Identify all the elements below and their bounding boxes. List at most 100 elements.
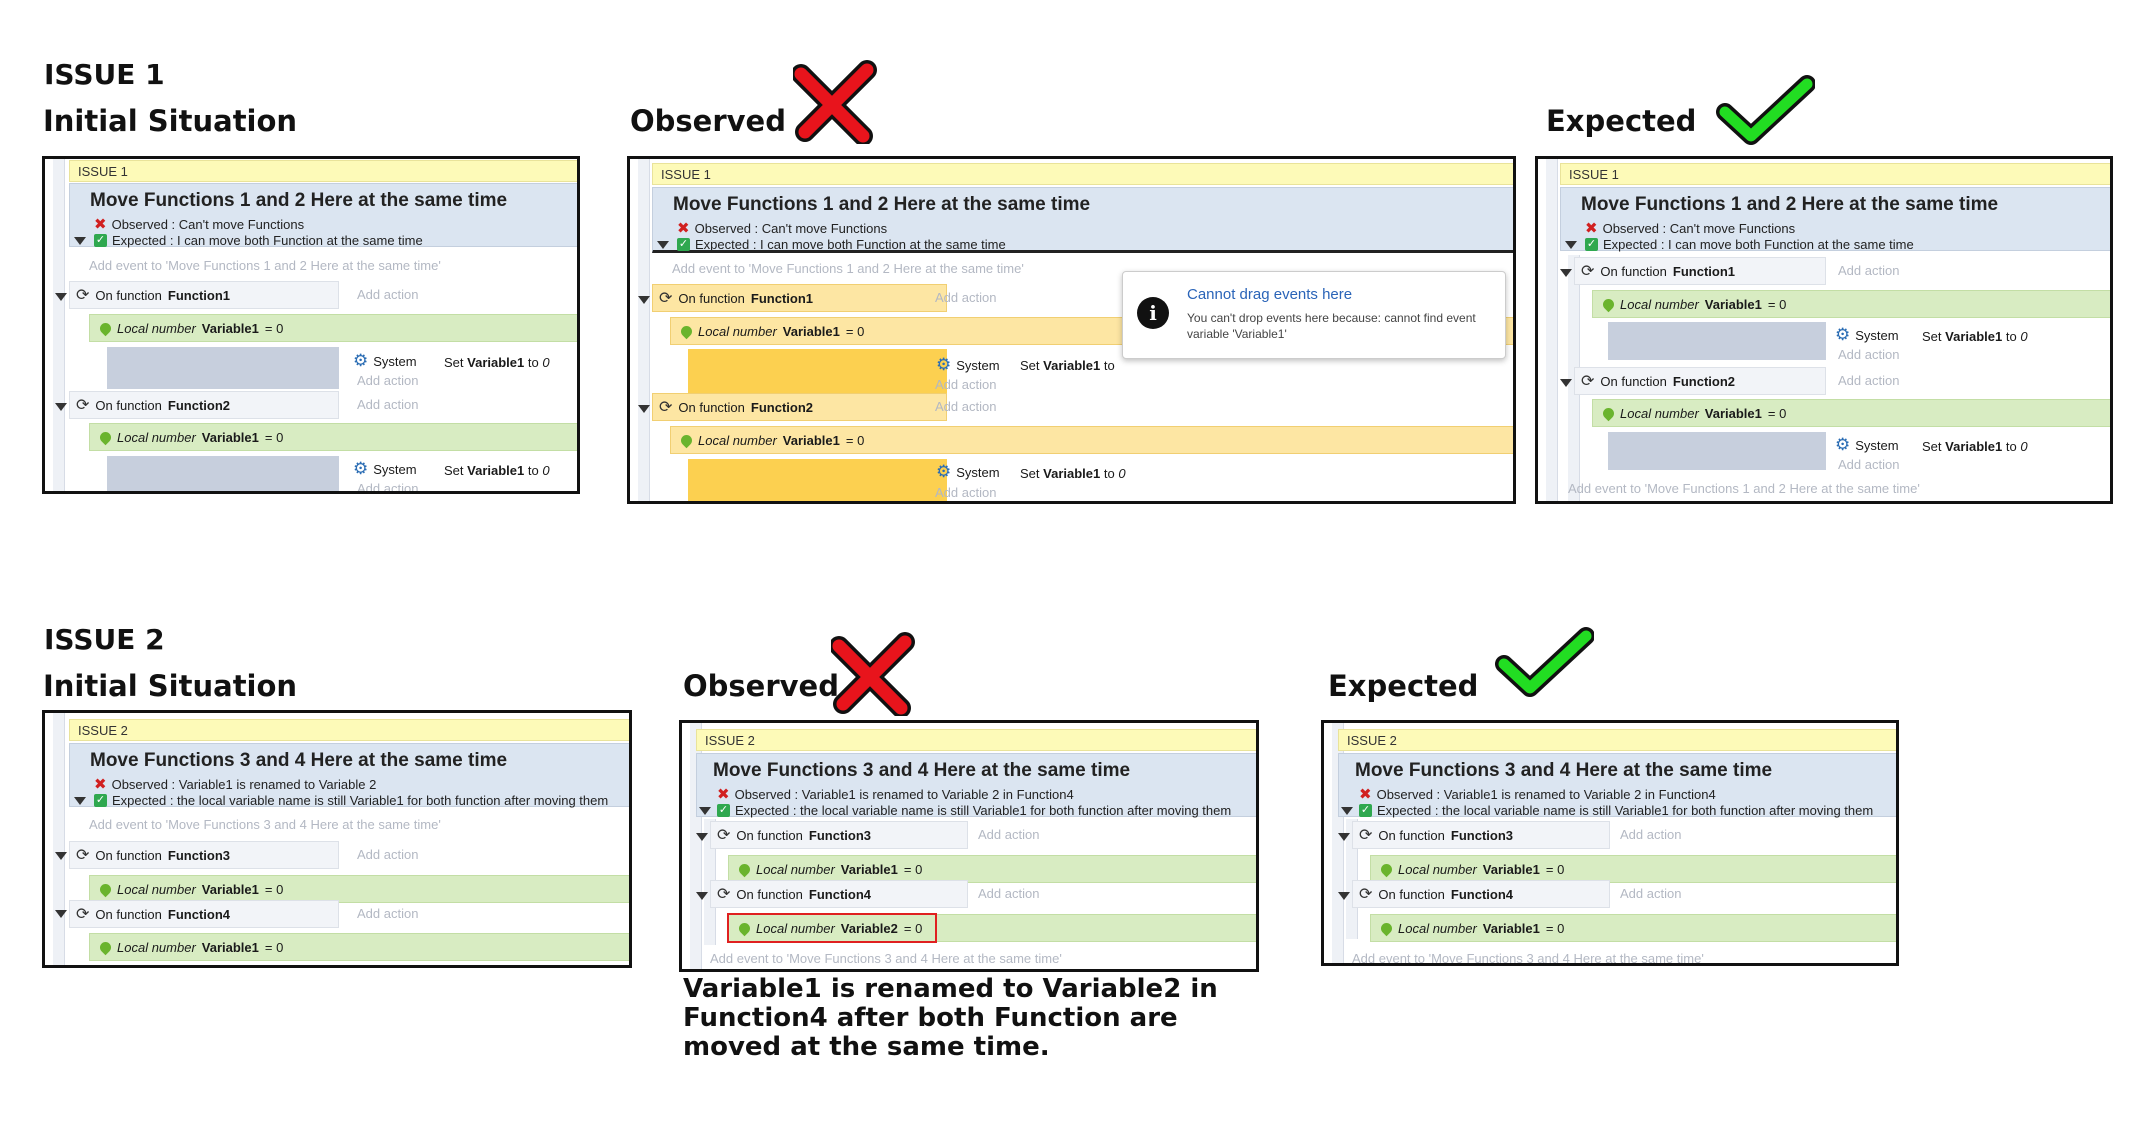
add-action-link[interactable]: Add action: [1620, 886, 1682, 901]
add-event-link[interactable]: Add event to 'Move Functions 1 and 2 Her…: [672, 261, 1024, 276]
add-action-link[interactable]: Add action: [935, 377, 997, 392]
system-action[interactable]: ⚙System: [353, 351, 417, 370]
collapse-triangle-icon[interactable]: [1560, 269, 1572, 277]
gear-icon: ⚙: [936, 355, 952, 374]
collapse-triangle-icon[interactable]: [55, 293, 67, 301]
system-action[interactable]: ⚙System: [936, 462, 1000, 481]
issue2-expected-heading: Expected: [1328, 669, 1479, 703]
collapse-triangle-icon[interactable]: [1341, 807, 1353, 815]
system-action[interactable]: ⚙System: [1835, 435, 1899, 454]
event-comment[interactable]: Move Functions 1 and 2 Here at the same …: [69, 183, 577, 248]
add-event-link[interactable]: Add event to 'Move Functions 3 and 4 Her…: [89, 817, 441, 832]
add-action-link[interactable]: Add action: [1838, 457, 1900, 472]
issue1-expected-heading: Expected: [1546, 104, 1697, 138]
issue-group-tag: ISSUE 1: [69, 160, 577, 182]
add-event-link[interactable]: Add event to 'Move Functions 1 and 2 Her…: [1568, 481, 1920, 496]
collapse-triangle-icon[interactable]: [638, 296, 650, 304]
event-comment[interactable]: Move Functions 1 and 2 Here at the same …: [1560, 187, 2110, 252]
add-action-link[interactable]: Add action: [1838, 347, 1900, 362]
add-action-link[interactable]: Add action: [357, 906, 419, 921]
green-checkmark-icon: [1716, 75, 1815, 145]
issue2-initial-heading: Initial Situation: [43, 669, 298, 703]
event-comment[interactable]: Move Functions 3 and 4 Here at the same …: [69, 743, 629, 808]
add-action-link[interactable]: Add action: [935, 290, 997, 305]
loop-icon: ⟳: [1581, 263, 1595, 280]
set-variable-action[interactable]: Set Variable1 to 0: [1020, 466, 1126, 481]
collapse-triangle-icon[interactable]: [696, 833, 708, 841]
issue1-expected-screenshot: ISSUE 1 Move Functions 1 and 2 Here at t…: [1535, 156, 2113, 504]
add-action-link[interactable]: Add action: [1838, 263, 1900, 278]
add-action-link[interactable]: Add action: [978, 886, 1040, 901]
set-variable-action[interactable]: Set Variable1 to 0: [1922, 439, 2028, 454]
add-event-link[interactable]: Add event to 'Move Functions 1 and 2 Her…: [89, 258, 441, 273]
collapse-triangle-icon[interactable]: [1565, 241, 1577, 249]
collapse-triangle-icon[interactable]: [1560, 379, 1572, 387]
add-action-link[interactable]: Add action: [935, 485, 997, 500]
set-variable-action[interactable]: Set Variable1 to 0: [444, 463, 550, 478]
collapse-triangle-icon[interactable]: [696, 892, 708, 900]
system-action[interactable]: ⚙System: [1835, 325, 1899, 344]
loop-icon: ⟳: [659, 399, 673, 416]
set-variable-action[interactable]: Set Variable1 to 0: [444, 355, 550, 370]
add-action-link[interactable]: Add action: [357, 397, 419, 412]
collapse-triangle-icon[interactable]: [638, 405, 650, 413]
collapse-triangle-icon[interactable]: [55, 910, 67, 918]
comment-title: Move Functions 3 and 4 Here at the same …: [713, 760, 1131, 781]
event-comment[interactable]: Move Functions 3 and 4 Here at the same …: [696, 753, 1256, 818]
event-comment[interactable]: Move Functions 1 and 2 Here at the same …: [652, 187, 1513, 253]
add-action-link[interactable]: Add action: [935, 399, 997, 414]
comment-title: Move Functions 1 and 2 Here at the same …: [1581, 194, 1999, 215]
system-action[interactable]: ⚙System: [353, 459, 417, 478]
set-variable-action[interactable]: Set Variable1 to: [1020, 358, 1115, 373]
add-action-link[interactable]: Add action: [1620, 827, 1682, 842]
system-action[interactable]: ⚙System: [936, 355, 1000, 374]
add-event-link[interactable]: Add event to 'Move Functions 3 and 4 Her…: [710, 951, 1062, 966]
issue-group-tag: ISSUE 2: [1338, 729, 1896, 751]
add-action-link[interactable]: Add action: [357, 481, 419, 494]
add-action-link[interactable]: Add action: [978, 827, 1040, 842]
event-comment[interactable]: Move Functions 3 and 4 Here at the same …: [1338, 753, 1896, 818]
collapse-triangle-icon[interactable]: [55, 403, 67, 411]
collapse-triangle-icon[interactable]: [1338, 833, 1350, 841]
add-action-link[interactable]: Add action: [357, 373, 419, 388]
cross-icon: ✖: [94, 776, 107, 793]
observed-line: ✖Observed : Variable1 is renamed to Vari…: [94, 776, 377, 793]
collapse-triangle-icon[interactable]: [699, 807, 711, 815]
tooltip-text: You can't drop events here because: cann…: [1187, 311, 1476, 341]
add-action-link[interactable]: Add action: [357, 847, 419, 862]
issue1-initial-screenshot: ISSUE 1 Move Functions 1 and 2 Here at t…: [42, 156, 580, 494]
collapse-triangle-icon[interactable]: [1338, 892, 1350, 900]
collapse-triangle-icon[interactable]: [55, 852, 67, 860]
set-variable-action[interactable]: Set Variable1 to 0: [1922, 329, 2028, 344]
collapse-triangle-icon[interactable]: [657, 241, 669, 249]
collapse-triangle-icon[interactable]: [74, 237, 86, 245]
checkbox-icon: ✓: [94, 234, 107, 247]
collapse-triangle-icon[interactable]: [74, 797, 86, 805]
add-action-link[interactable]: Add action: [357, 287, 419, 302]
add-action-link[interactable]: Add action: [1838, 373, 1900, 388]
add-event-link[interactable]: Add event to 'Move Functions 3 and 4 Her…: [1352, 951, 1704, 966]
